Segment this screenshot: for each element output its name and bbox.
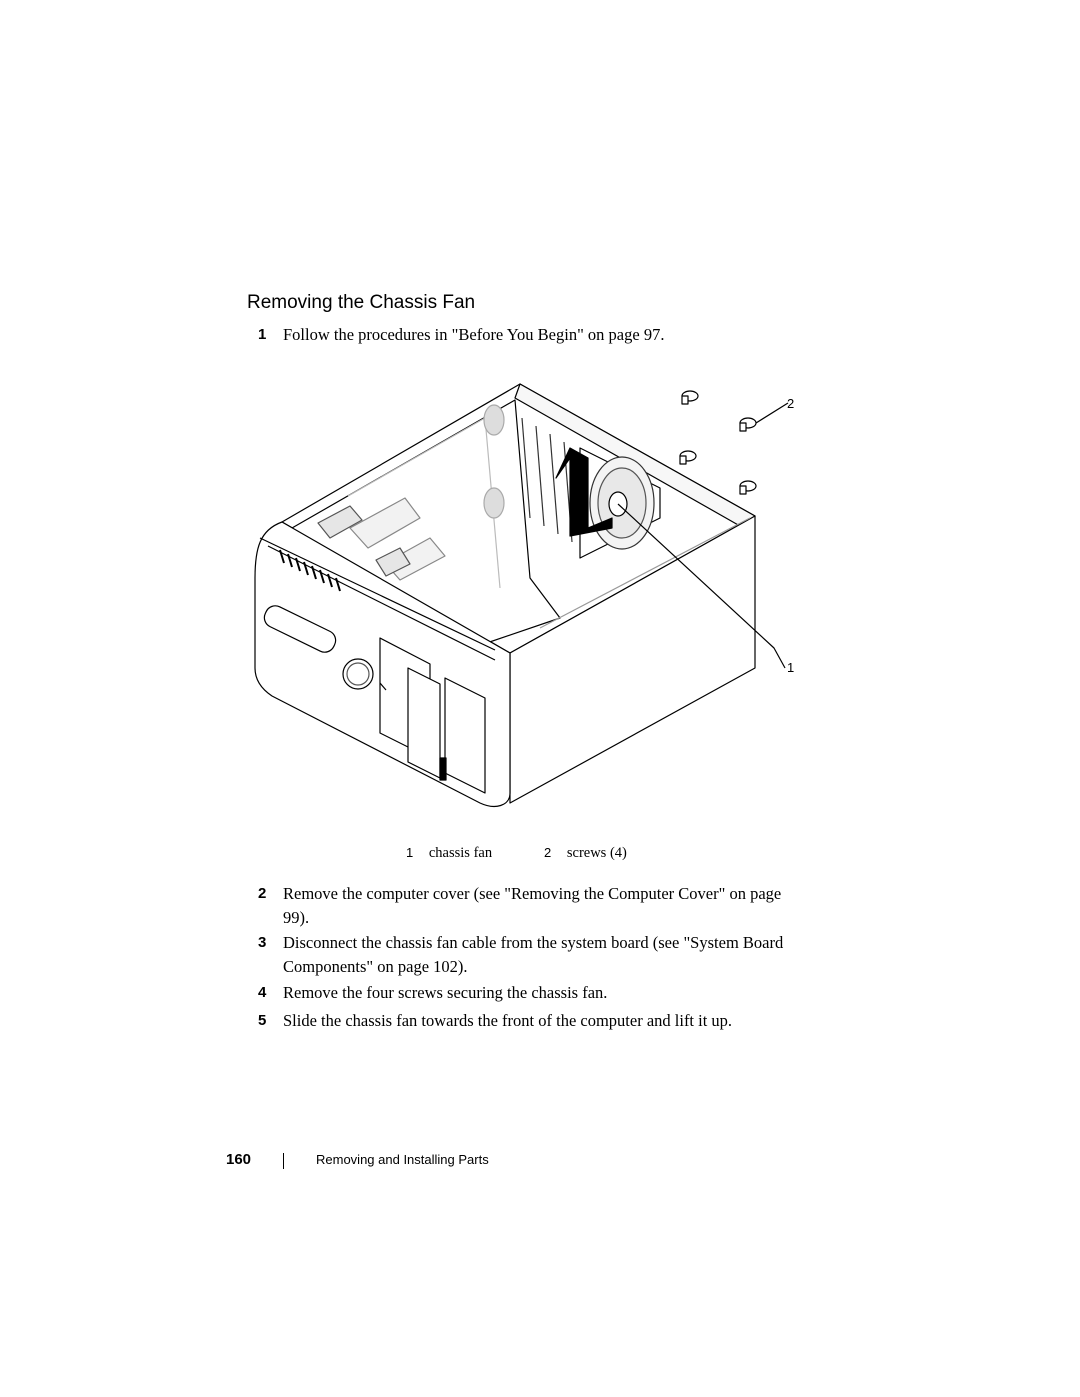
section-heading: Removing the Chassis Fan xyxy=(247,292,476,313)
legend-number: 2 xyxy=(544,845,552,860)
step-4: 4 Remove the four screws securing the ch… xyxy=(258,981,798,1005)
legend-label: screws (4) xyxy=(566,845,627,861)
step-number: 1 xyxy=(258,326,267,343)
callout-leader-2 xyxy=(755,402,789,424)
chassis-side-panel xyxy=(509,515,756,804)
step-text: Slide the chassis fan towards the front … xyxy=(283,1011,733,1030)
callout-1: 1 xyxy=(787,660,795,675)
footer-divider xyxy=(283,1153,284,1169)
step-number: 4 xyxy=(258,984,267,1001)
step-2: 2 Remove the computer cover (see "Removi… xyxy=(258,882,798,930)
callout-leader-1 xyxy=(617,503,786,669)
step-number: 2 xyxy=(258,885,267,902)
legend-label: chassis fan xyxy=(428,845,493,861)
step-5: 5 Slide the chassis fan towards the fron… xyxy=(258,1009,798,1033)
step-text: Disconnect the chassis fan cable from th… xyxy=(283,933,784,976)
step-number: 3 xyxy=(258,934,267,951)
step-text: Follow the procedures in "Before You Beg… xyxy=(283,325,665,344)
legend-number: 1 xyxy=(406,845,414,860)
step-3: 3 Disconnect the chassis fan cable from … xyxy=(258,931,798,979)
legend-item-1: 1 chassis fan xyxy=(406,845,492,862)
legend-item-2: 2 screws (4) xyxy=(544,845,627,862)
step-number: 5 xyxy=(258,1012,267,1029)
step-text: Remove the four screws securing the chas… xyxy=(283,983,608,1002)
lift-arrow xyxy=(555,447,613,537)
step-text: Remove the computer cover (see "Removing… xyxy=(283,884,782,927)
step-1: 1 Follow the procedures in "Before You B… xyxy=(258,323,798,347)
page-number: 160 xyxy=(226,1151,252,1168)
chassis-fan-illustration xyxy=(254,383,789,807)
callout-2: 2 xyxy=(787,396,795,411)
chapter-title: Removing and Installing Parts xyxy=(316,1152,489,1167)
screws xyxy=(679,390,757,495)
